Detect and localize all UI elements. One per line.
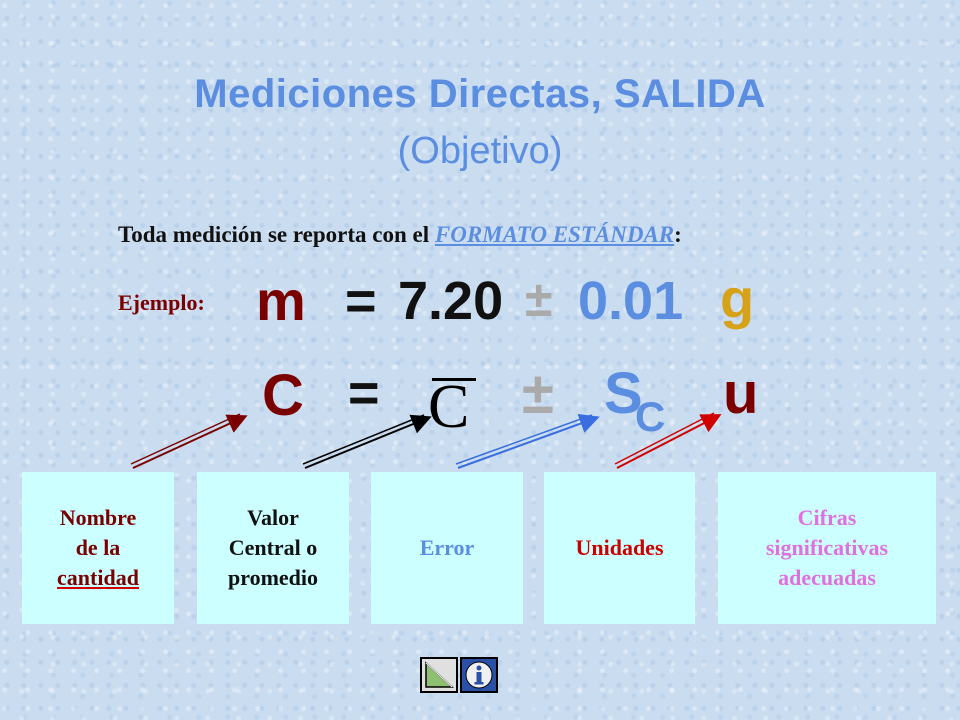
box-nombre-line3: cantidad (57, 565, 139, 590)
info-button[interactable] (460, 657, 498, 693)
box-unidades: Unidades (544, 472, 695, 624)
formula-u: u (723, 361, 759, 426)
back-triangle-icon (425, 661, 454, 688)
formula-s-subscript: C (635, 393, 666, 440)
format-suffix: : (674, 222, 682, 247)
formula-overbar (432, 378, 476, 381)
arrow-error (455, 414, 600, 469)
back-button[interactable] (420, 657, 458, 693)
box-valor-line3: promedio (227, 565, 319, 590)
formula-c-mean: C (428, 373, 470, 441)
box-valor-central: Valor Central o promedio (197, 472, 349, 624)
box-cifras-line3: adecuadas (778, 565, 876, 590)
formula-s: S (604, 361, 643, 426)
arrow-unidades (614, 412, 722, 469)
box-nombre-line1: Nombre (59, 505, 137, 530)
example-label: Ejemplo: (118, 290, 205, 315)
format-prefix: Toda medición se reporta con el (118, 222, 435, 247)
format-sentence: Toda medición se reporta con el FORMATO … (118, 222, 682, 248)
box-cifras-line1: Cifras (797, 505, 857, 530)
info-icon (465, 661, 493, 689)
box-error: Error (371, 472, 523, 624)
example-value: 7.20 (398, 271, 504, 331)
arrow-nombre (130, 413, 248, 469)
formula-plusminus: ± (522, 361, 554, 426)
box-error-line1: Error (419, 535, 475, 560)
box-cifras-line2: significativas (765, 535, 889, 560)
formula-equals: = (348, 363, 380, 423)
example-plusminus: ± (525, 271, 553, 327)
formula-c: C (262, 363, 304, 428)
box-nombre-cantidad: Nombre de la cantidad (22, 472, 174, 624)
box-cifras-significativas: Cifras significativas adecuadas (718, 472, 936, 624)
box-valor-line1: Valor (247, 505, 299, 530)
arrow-valor (302, 414, 432, 469)
example-equals: = (345, 271, 377, 331)
example-symbol: m (256, 269, 306, 332)
box-valor-line2: Central o (228, 535, 318, 560)
page-subtitle: (Objetivo) (397, 130, 563, 172)
example-unit: g (720, 267, 755, 330)
page-title: Mediciones Directas, SALIDA (194, 72, 766, 116)
box-nombre-line2: de la (75, 535, 121, 560)
box-unidades-line1: Unidades (575, 535, 664, 560)
formato-estandar-link[interactable]: FORMATO ESTÁNDAR (434, 222, 675, 247)
example-error: 0.01 (578, 271, 684, 331)
